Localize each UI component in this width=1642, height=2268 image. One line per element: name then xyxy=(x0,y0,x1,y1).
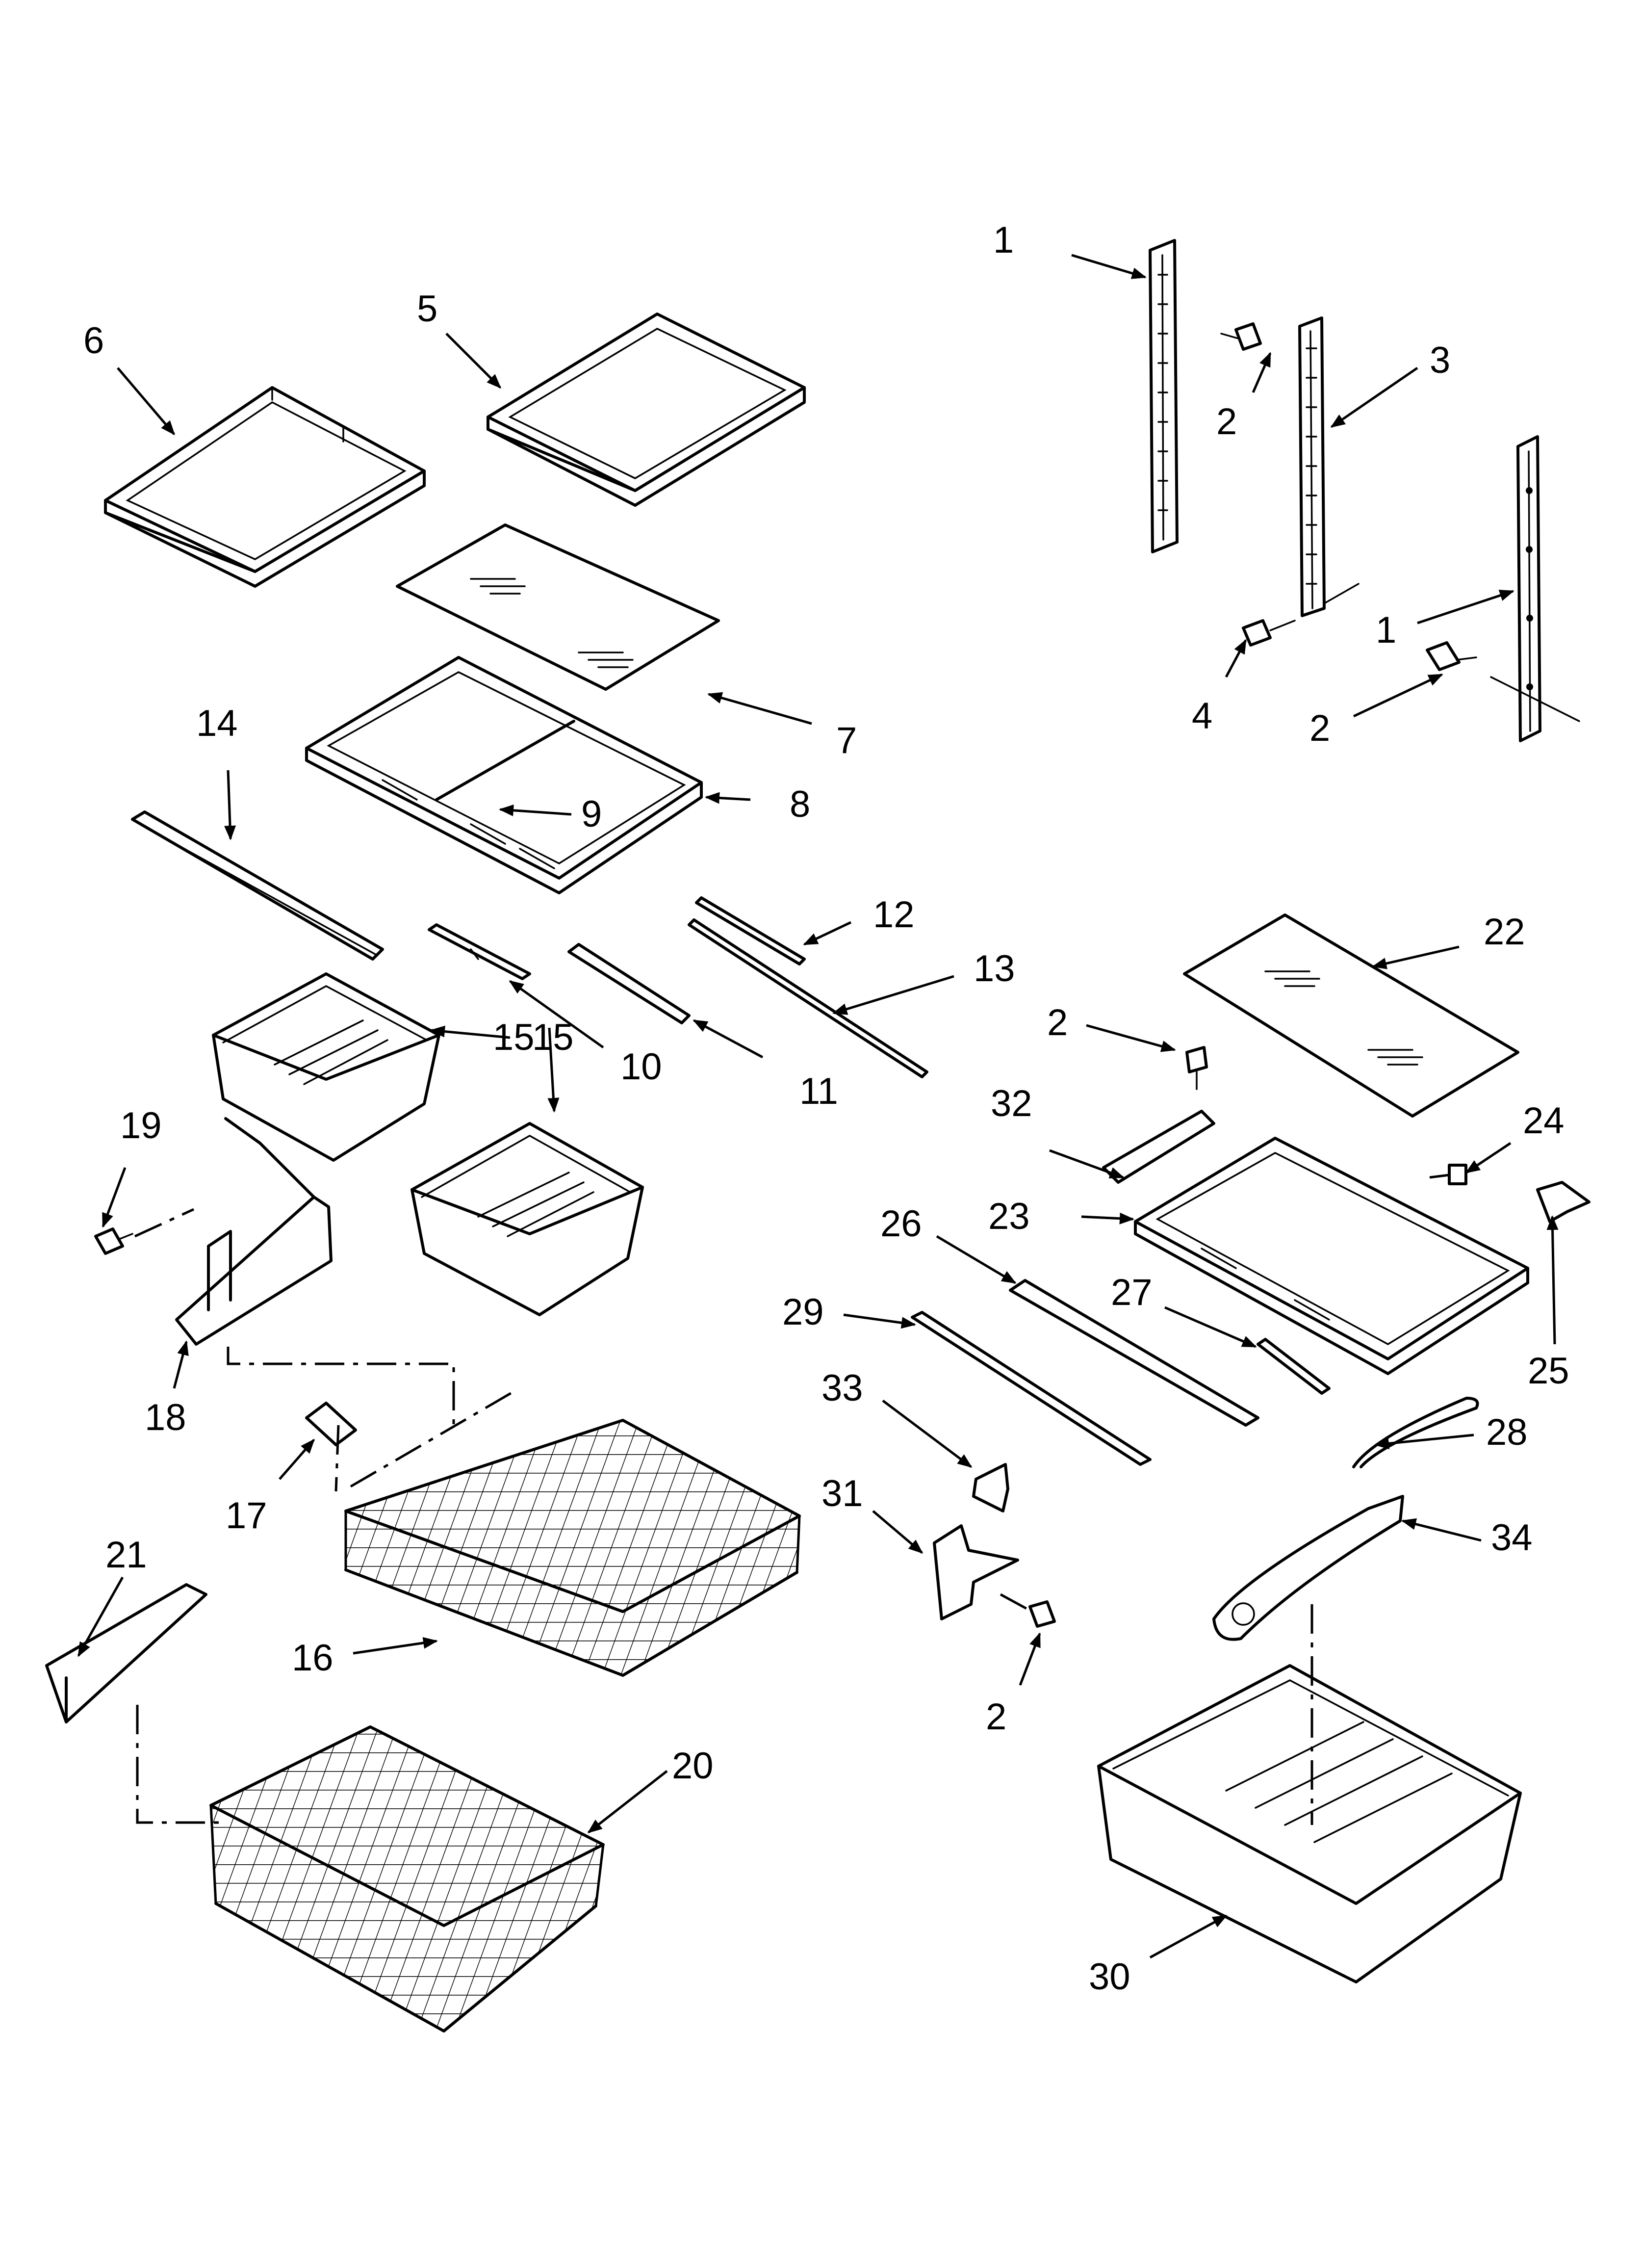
callout-17: 17 xyxy=(226,1495,267,1537)
callout-32: 32 xyxy=(991,1083,1032,1124)
part-10-clip xyxy=(428,923,531,980)
callout-7: 7 xyxy=(836,720,857,761)
callout-labels: 1 2 3 1 2 4 5 6 7 8 9 14 12 13 15 15 10 … xyxy=(83,219,1569,1998)
part-17-roller xyxy=(305,1402,357,1446)
callout-14: 14 xyxy=(196,703,238,744)
part-16-wire-basket-upper xyxy=(344,1419,801,1677)
callout-4: 4 xyxy=(1192,695,1212,737)
callout-12: 12 xyxy=(873,894,915,936)
part-2-screw-top xyxy=(1220,322,1262,351)
callout-22: 22 xyxy=(1484,911,1525,953)
part-33-bracket xyxy=(972,1463,1009,1512)
part-22-glass-shelf xyxy=(1183,913,1519,1118)
callout-11: 11 xyxy=(799,1070,838,1112)
callout-15: 15 xyxy=(493,1017,535,1058)
part-27-clip xyxy=(1257,1338,1331,1395)
part-30-pan-drawer xyxy=(1097,1664,1522,1983)
part-5-shelf-frame xyxy=(487,313,806,507)
part-32-bracket xyxy=(1102,1110,1215,1184)
callout-31: 31 xyxy=(821,1473,863,1514)
callout-1: 1 xyxy=(993,219,1014,261)
part-28-spring xyxy=(1352,1397,1479,1468)
part-15-crisper-bin-lower xyxy=(410,1122,644,1316)
part-31-bracket xyxy=(933,1524,1019,1620)
callout-10: 10 xyxy=(620,1046,662,1088)
part-11-rod xyxy=(567,943,691,1024)
part-1-shelf-rail-right xyxy=(1516,435,1541,742)
callout-26: 26 xyxy=(880,1203,922,1245)
part-23-shelf-frame xyxy=(1134,1137,1529,1375)
callout-18: 18 xyxy=(145,1397,186,1438)
callout-3: 3 xyxy=(1430,339,1450,381)
callout-30: 30 xyxy=(1089,1956,1130,1998)
part-21-basket-slide xyxy=(45,1583,207,1723)
callout-25: 25 xyxy=(1528,1350,1569,1392)
callout-9: 9 xyxy=(581,793,602,835)
part-1-shelf-rail-left xyxy=(1149,239,1179,553)
callout-23: 23 xyxy=(988,1196,1030,1237)
part-15-crisper-bin-upper xyxy=(212,972,440,1162)
callout-2: 2 xyxy=(1047,1002,1068,1043)
part-6-shelf-frame xyxy=(104,386,426,588)
callout-6: 6 xyxy=(83,320,104,362)
callout-13: 13 xyxy=(974,948,1015,990)
callout-21: 21 xyxy=(105,1534,147,1576)
callout-2: 2 xyxy=(986,1696,1006,1738)
part-20-wire-basket-lower xyxy=(209,1725,605,2033)
part-8-shelf-frame xyxy=(305,656,703,894)
part-4-screw xyxy=(1242,619,1296,647)
callout-5: 5 xyxy=(417,288,437,330)
part-34-rail-cover xyxy=(1212,1495,1404,1641)
callout-33: 33 xyxy=(821,1367,863,1409)
callout-2: 2 xyxy=(1216,401,1237,443)
callout-1: 1 xyxy=(1376,609,1396,651)
part-7-glass-shelf xyxy=(396,523,720,691)
callout-16: 16 xyxy=(292,1637,334,1679)
part-25-bracket xyxy=(1536,1181,1591,1223)
part-3-shelf-rail-center xyxy=(1298,316,1360,617)
callout-19: 19 xyxy=(120,1105,162,1147)
callout-24: 24 xyxy=(1523,1100,1565,1142)
part-29-trim xyxy=(911,1311,1152,1466)
part-24-clip xyxy=(1448,1164,1467,1185)
part-2-screw-lower xyxy=(1028,1600,1056,1628)
callout-2: 2 xyxy=(1309,707,1330,749)
callout-8: 8 xyxy=(790,783,810,825)
callout-15-lower: 15 xyxy=(532,1017,574,1058)
part-18-basket-slide xyxy=(175,1117,333,1346)
callout-29: 29 xyxy=(782,1291,824,1333)
assembly-guide-lines xyxy=(134,1173,1450,1825)
part-2-screw-right xyxy=(1426,641,1580,722)
part-19-screw xyxy=(94,1227,133,1255)
part-13-trim xyxy=(688,918,928,1078)
part-12-trim xyxy=(695,896,806,965)
part-2-screw-bracket xyxy=(1185,1046,1208,1090)
callout-28: 28 xyxy=(1486,1411,1528,1453)
callout-27: 27 xyxy=(1111,1272,1153,1313)
leader-arrows xyxy=(77,254,1559,1959)
part-14-trim-strip xyxy=(131,810,384,961)
part-26-trim xyxy=(1009,1279,1259,1427)
callout-20: 20 xyxy=(672,1745,714,1787)
callout-34: 34 xyxy=(1491,1517,1533,1559)
